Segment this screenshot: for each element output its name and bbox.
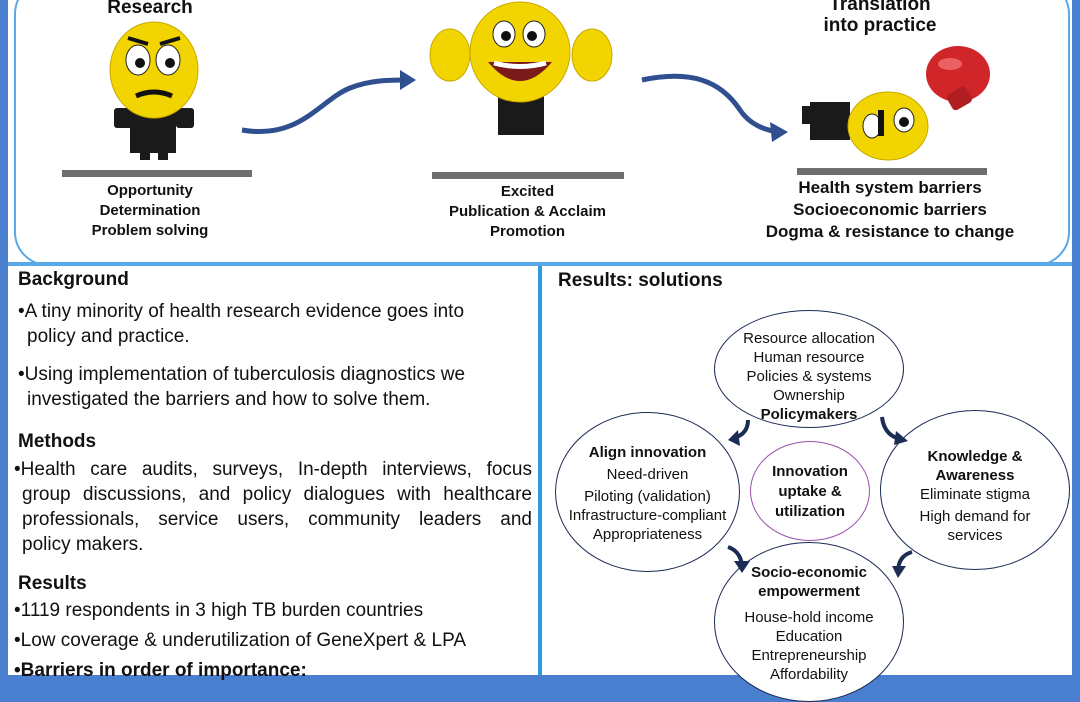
results-heading: Results (18, 573, 87, 594)
background-bullet: •Using implementation of tuberculosis di… (18, 364, 466, 410)
bullet-dot: • (14, 459, 21, 480)
innovation-uptake-circle: Innovation uptake & utilization (750, 441, 870, 541)
knowledge-awareness-circle: Knowledge & Awareness Eliminate stigma H… (880, 410, 1070, 570)
results-bullet: •Low coverage & underutilization of Gene… (14, 630, 467, 651)
arrow-to-stage2 (241, 70, 416, 135)
happy-emoji-thumbs-up-figure (429, 1, 613, 135)
stage2-description: Excited Publication & Acclaim Promotion (449, 183, 606, 240)
solutions-heading: Results: solutions (558, 270, 723, 291)
stage1-description: Opportunity Determination Problem solvin… (91, 182, 209, 239)
knocked-down-emoji-boxing-glove-figure (802, 46, 990, 161)
arrow-to-stage3 (641, 73, 788, 142)
results-bullet: •1119 respondents in 3 high TB burden co… (14, 600, 424, 621)
bullet-dot: • (14, 630, 21, 651)
background-heading: Background (18, 269, 129, 290)
cycle-arrow-bottom-right (892, 550, 913, 578)
background-bullet: •A tiny minority of health research evid… (18, 301, 465, 347)
cycle-arrow-top-left (728, 419, 750, 446)
bullet-dot: • (14, 660, 21, 681)
stage-translation-title: Translation into practice (823, 0, 937, 36)
section-divider-vertical (538, 266, 542, 675)
cycle-arrow-bottom-left (727, 545, 750, 573)
bullet-dot: • (18, 364, 25, 385)
thinking-emoji-figure (109, 21, 199, 160)
stage-research-title: Research (107, 0, 193, 18)
methods-heading: Methods (18, 431, 97, 452)
section-divider-horizontal (8, 262, 1072, 266)
bullet-dot: • (14, 600, 21, 621)
stage3-description: Health system barriers Socioeconomic bar… (765, 178, 1015, 241)
results-bullet: •Barriers in order of importance: (14, 660, 307, 681)
stage1-shelf (62, 170, 252, 177)
stage2-shelf (432, 172, 624, 179)
align-innovation-circle: Align innovation Need-driven Piloting (v… (555, 412, 740, 572)
bullet-dot: • (18, 301, 25, 322)
cycle-arrow-top-right (880, 416, 908, 445)
stage3-shelf (797, 168, 987, 175)
methods-bullet: •Health care audits, surveys, In-depth i… (14, 459, 532, 555)
policymakers-circle: Resource allocation Human resource Polic… (714, 310, 904, 428)
